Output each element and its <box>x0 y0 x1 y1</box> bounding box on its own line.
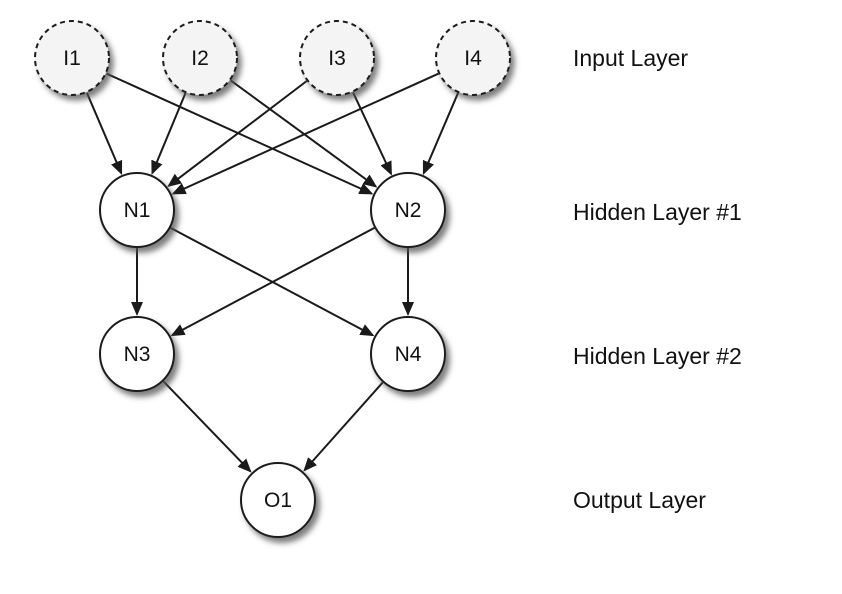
node-n2: N2 <box>370 172 446 248</box>
node-label: I2 <box>191 47 209 70</box>
node-label: N1 <box>124 199 151 222</box>
node-i1: I1 <box>34 20 110 96</box>
node-circle <box>370 316 446 392</box>
edge-i3-n1 <box>167 80 308 188</box>
node-n4: N4 <box>370 316 446 392</box>
node-label: I1 <box>63 47 81 70</box>
layer-label-output: Output Layer <box>573 487 706 513</box>
node-label: I4 <box>464 47 482 70</box>
node-n3: N3 <box>99 316 175 392</box>
edge-i1-n1 <box>86 92 123 176</box>
layer-label-input: Input Layer <box>573 45 688 71</box>
layer-label-hidden2: Hidden Layer #2 <box>573 343 742 369</box>
node-circle <box>299 20 375 96</box>
node-n1: N1 <box>99 172 175 248</box>
node-circle <box>34 20 110 96</box>
edge-n2-n3 <box>170 226 375 337</box>
node-circle <box>240 462 316 538</box>
layer-label-hidden1: Hidden Layer #1 <box>573 199 742 225</box>
edge-i4-n1 <box>171 72 439 195</box>
node-circle <box>99 316 175 392</box>
edge-n4-o1 <box>303 381 384 472</box>
edges-group <box>86 72 459 473</box>
edge-i4-n2 <box>422 92 459 176</box>
node-i4: I4 <box>435 20 511 96</box>
node-circle <box>99 172 175 248</box>
node-o1: O1 <box>240 462 316 538</box>
edge-i3-n2 <box>352 92 392 176</box>
edge-i2-n2 <box>230 79 378 188</box>
node-i2: I2 <box>162 20 238 96</box>
node-label: O1 <box>264 489 292 512</box>
node-label: I3 <box>328 47 346 70</box>
node-i3: I3 <box>299 20 375 96</box>
node-label: N3 <box>124 343 151 366</box>
node-circle <box>435 20 511 96</box>
edge-i2-n1 <box>151 92 187 175</box>
node-circle <box>370 172 446 248</box>
node-label: N4 <box>395 343 422 366</box>
node-circle <box>162 20 238 96</box>
edge-n3-o1 <box>162 380 252 473</box>
node-label: N2 <box>395 199 422 222</box>
